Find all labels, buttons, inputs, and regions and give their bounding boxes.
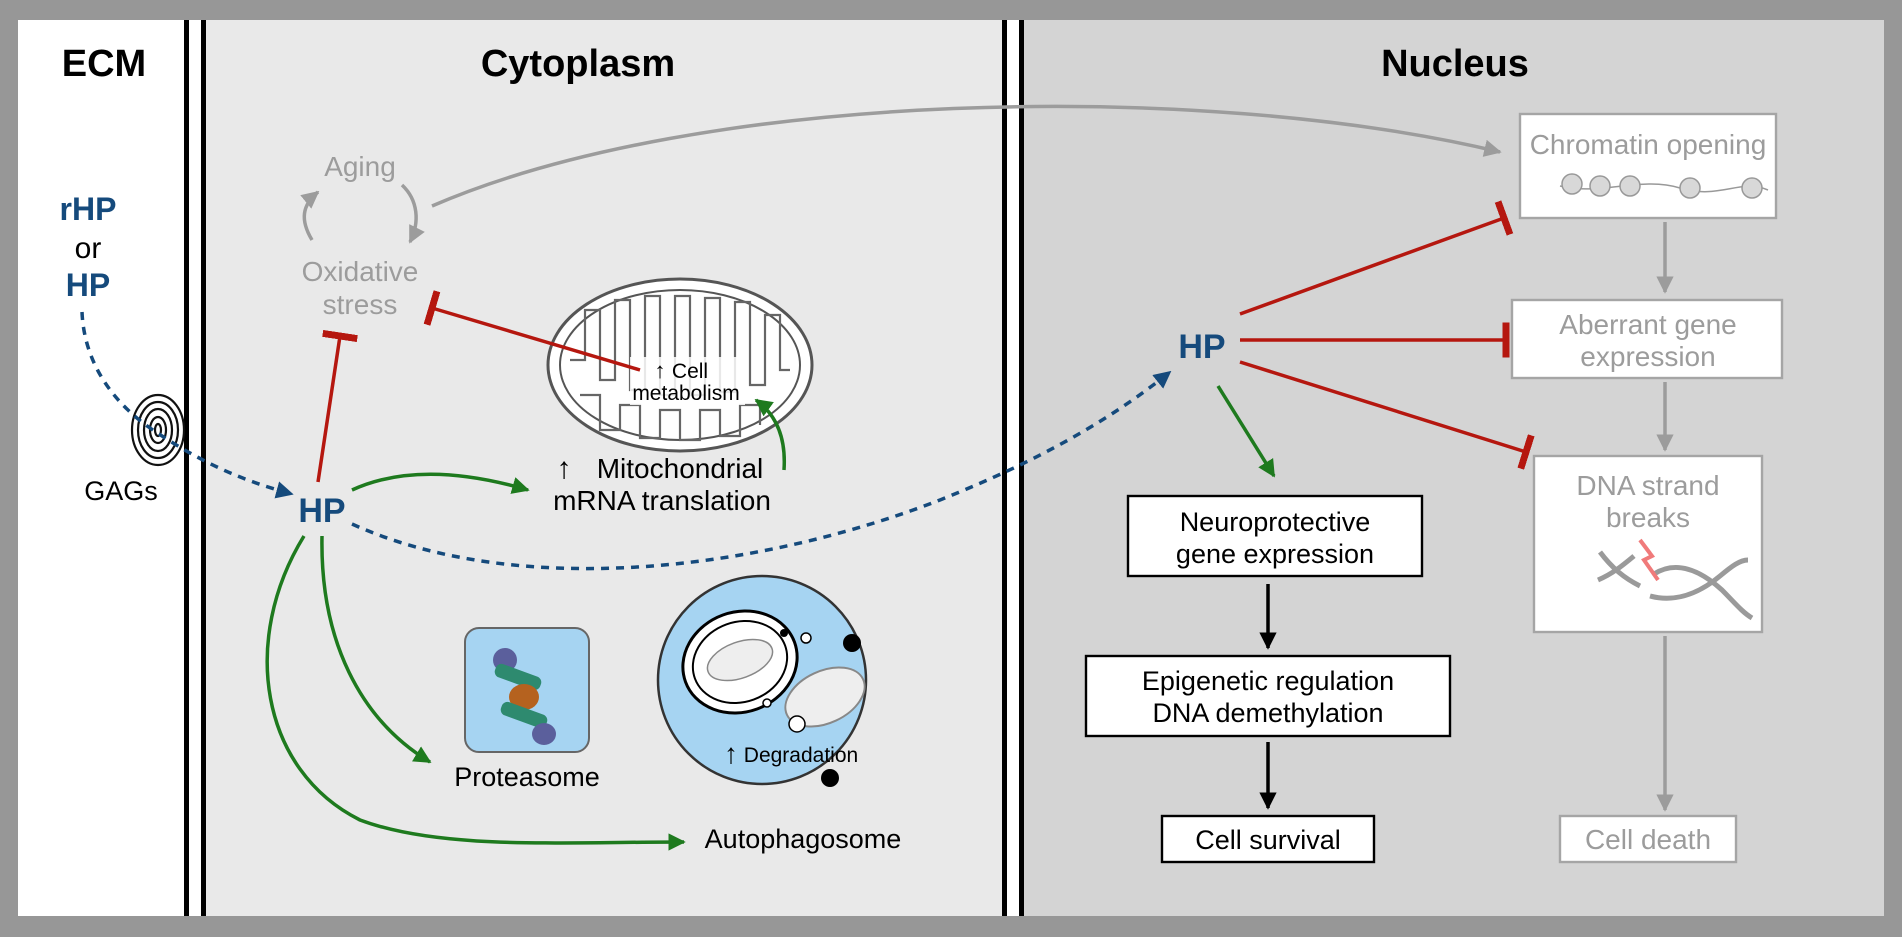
cell-metabolism-backdrop [630, 357, 745, 405]
stress-to-aging-arrow [300, 190, 320, 241]
epigenetic-line2: DNA demethylation [1152, 698, 1383, 728]
proteasome-label: Proteasome [454, 762, 600, 792]
dna-break-icon [1596, 538, 1754, 621]
hp-inhibits-chromatin [1239, 200, 1514, 316]
aging-to-stress-arrow [400, 183, 425, 244]
nuclear-envelope-inner [1019, 20, 1024, 916]
proteasome-icon [464, 627, 590, 753]
hp-inhibits-dna-breaks [1239, 360, 1535, 470]
cell-membrane-inner [201, 20, 206, 916]
neuroprotective-box [1126, 494, 1424, 578]
cell-membrane-gap [189, 20, 201, 916]
cell-survival-box [1160, 814, 1376, 864]
hp-inhibits-stress [316, 329, 358, 483]
mito-translation-line1: Mitochondrial [597, 453, 764, 484]
cytoplasm-hp-label: HP [298, 492, 345, 530]
aging-label: Aging [324, 151, 396, 182]
ecm-hp-label: HP [66, 267, 110, 303]
oxidative-stress-line1: Oxidative [302, 256, 419, 287]
translation-to-metabolism-arrow [754, 398, 787, 471]
dna-breaks-line2: breaks [1606, 502, 1690, 533]
mito-translation-arrow: ↑ [557, 452, 572, 485]
nucleus-hp-label: HP [1178, 328, 1225, 366]
metabolism-inhibits-stress [423, 290, 641, 372]
or-label: or [75, 232, 102, 265]
aberrant-line1: Aberrant gene [1559, 309, 1736, 340]
cell-death-box [1558, 814, 1738, 864]
cell-metabolism-arrow: ↑ [655, 358, 666, 383]
cell-survival-label: Cell survival [1195, 825, 1341, 855]
epigenetic-line1: Epigenetic regulation [1142, 666, 1394, 696]
cell-death-label: Cell death [1585, 824, 1711, 855]
ecm-region [18, 20, 184, 916]
epigenetic-box [1084, 654, 1452, 738]
fingerprint-icon [130, 393, 186, 467]
autophagosome-icon [656, 574, 868, 787]
ecm-title: ECM [62, 43, 146, 85]
nucleus-title: Nucleus [1381, 43, 1529, 85]
neuroprotective-line2: gene expression [1176, 539, 1374, 569]
dna-breaks-box [1532, 454, 1764, 634]
chromatin-opening-box [1518, 112, 1778, 220]
cell-metabolism-line1: Cell [672, 360, 708, 383]
degradation-label: Degradation [744, 744, 858, 767]
aberrant-expression-box [1510, 298, 1784, 380]
chromatin-opening-label: Chromatin opening [1530, 129, 1767, 160]
hp-to-neuroprotective-arrow [1216, 385, 1276, 478]
oxidative-stress-line2: stress [323, 289, 398, 320]
hp-to-autophagosome-arrow [265, 535, 686, 851]
cytoplasm-region [206, 20, 1002, 916]
aging-to-chromatin-arrow [431, 104, 1502, 208]
cytoplasm-title: Cytoplasm [481, 43, 675, 85]
gags-label: GAGs [84, 476, 158, 506]
dna-breaks-line1: DNA strand [1576, 470, 1719, 501]
nuclear-envelope-outer [1002, 20, 1007, 916]
hp-to-translation-arrow [351, 472, 530, 494]
mito-translation-line2: mRNA translation [553, 485, 771, 516]
hp-uptake-arrow [80, 311, 294, 499]
autophagosome-label: Autophagosome [705, 824, 902, 854]
cell-metabolism-line2: metabolism [632, 382, 739, 405]
cell-membrane-outer [184, 20, 189, 916]
neuroprotective-line1: Neuroprotective [1180, 507, 1371, 537]
aberrant-line2: expression [1580, 341, 1715, 372]
hp-nuclear-translocation-arrow [351, 370, 1172, 571]
hp-to-proteasome-arrow [320, 535, 432, 764]
rhp-label: rHP [60, 191, 117, 227]
chromatin-icon [1559, 173, 1769, 199]
degradation-arrow: ↑ [724, 738, 738, 769]
